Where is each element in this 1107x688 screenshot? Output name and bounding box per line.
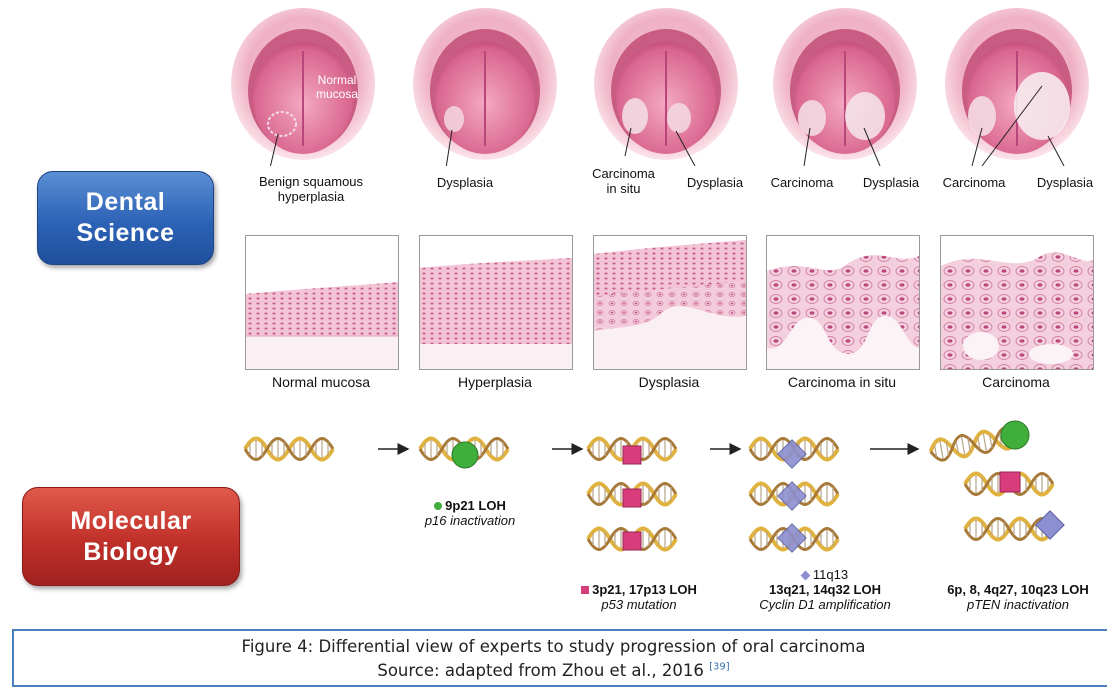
histology-label-carcinoma: Carcinoma [940, 374, 1092, 390]
dna-strand-normal [245, 439, 333, 460]
pink-marker-1 [623, 446, 641, 464]
mouth-label-dysplasia: Dysplasia [425, 175, 505, 190]
molecular-label-stage1: 9p21 LOH p16 inactivation [400, 498, 540, 528]
pink-marker-2 [623, 489, 641, 507]
normal-mucosa-line2: mucosa [297, 87, 377, 101]
mouth-illustration-carcinoma-advanced [942, 6, 1092, 166]
mouth-label-benign: Benign squamous hyperplasia [246, 174, 376, 204]
pink-marker-stage4 [1000, 472, 1020, 492]
mouth-label-carcinoma-5: Carcinoma [934, 175, 1014, 190]
mouth-illustration-cis [591, 6, 741, 166]
dental-science-line1: Dental [38, 187, 213, 218]
cis-line2: in situ [586, 181, 661, 196]
benign-line1: Benign squamous [246, 174, 376, 189]
mouth-label-dysplasia-5: Dysplasia [1026, 175, 1104, 190]
histology-normal-mucosa [245, 235, 399, 370]
histology-carcinoma-in-situ [766, 235, 920, 370]
figure-caption-source: Source: adapted from Zhou et al., 2016 [… [0, 661, 1107, 680]
histology-label-dysplasia: Dysplasia [593, 374, 745, 390]
benign-line2: hyperplasia [246, 189, 376, 204]
molecular-label-stage4: 6p, 8, 4q27, 10q23 LOH pTEN inactivation [932, 582, 1104, 612]
histology-label-normal: Normal mucosa [245, 374, 397, 390]
stage4-gene: pTEN inactivation [967, 597, 1069, 612]
stage3-loh: 13q21, 14q32 LOH [769, 582, 881, 597]
histology-carcinoma [940, 235, 1094, 370]
purple-markers-stage3 [778, 440, 806, 552]
pink-square-icon [581, 586, 589, 594]
mouth-label-cis: Carcinoma in situ [586, 166, 661, 196]
figure-caption-title: Figure 4: Differential view of experts t… [0, 637, 1107, 656]
green-marker-9p21 [452, 442, 478, 468]
cis-line1: Carcinoma [586, 166, 661, 181]
stage2-gene: p53 mutation [601, 597, 676, 612]
pink-markers-stage2 [623, 446, 641, 550]
purple-marker-stage4 [1036, 511, 1064, 539]
stage3-11q13: 11q13 [813, 567, 848, 582]
normal-mucosa-line1: Normal [297, 73, 377, 87]
green-marker-stage4 [1001, 421, 1029, 449]
histology-dysplasia [593, 235, 747, 370]
stage2-loh: 3p21, 17p13 LOH [592, 582, 697, 597]
stage1-gene: p16 inactivation [425, 513, 515, 528]
histology-hyperplasia [419, 235, 573, 370]
mouth-label-cis-dysplasia: Dysplasia [676, 175, 754, 190]
dental-science-line2: Science [38, 218, 213, 249]
pink-marker-3 [623, 532, 641, 550]
purple-diamond-icon [800, 571, 810, 581]
mouth-illustration-dysplasia [410, 6, 560, 166]
caption-source-text: Source: adapted from Zhou et al., 2016 [377, 661, 703, 680]
histology-label-cis: Carcinoma in situ [766, 374, 918, 390]
stage3-gene: Cyclin D1 amplification [759, 597, 891, 612]
stage4-loh: 6p, 8, 4q27, 10q23 LOH [947, 582, 1089, 597]
molecular-label-stage3: 11q13 13q21, 14q32 LOH Cyclin D1 amplifi… [735, 567, 915, 612]
mouth-label-dysplasia-4: Dysplasia [852, 175, 930, 190]
purple-marker-1 [778, 440, 806, 468]
stage1-loh: 9p21 LOH [445, 498, 506, 513]
mouth-illustration-carcinoma-early [770, 6, 920, 166]
mouth-label-carcinoma-4: Carcinoma [762, 175, 842, 190]
green-dot-icon [434, 502, 442, 510]
caption-reference[interactable]: [39] [709, 662, 730, 673]
histology-label-hyperplasia: Hyperplasia [419, 374, 571, 390]
mouth-label-normal: Normal mucosa [297, 73, 377, 101]
molecular-label-stage2: 3p21, 17p13 LOH p53 mutation [566, 582, 712, 612]
molecular-progression-diagram [0, 400, 1107, 570]
dental-science-badge: Dental Science [37, 171, 214, 265]
